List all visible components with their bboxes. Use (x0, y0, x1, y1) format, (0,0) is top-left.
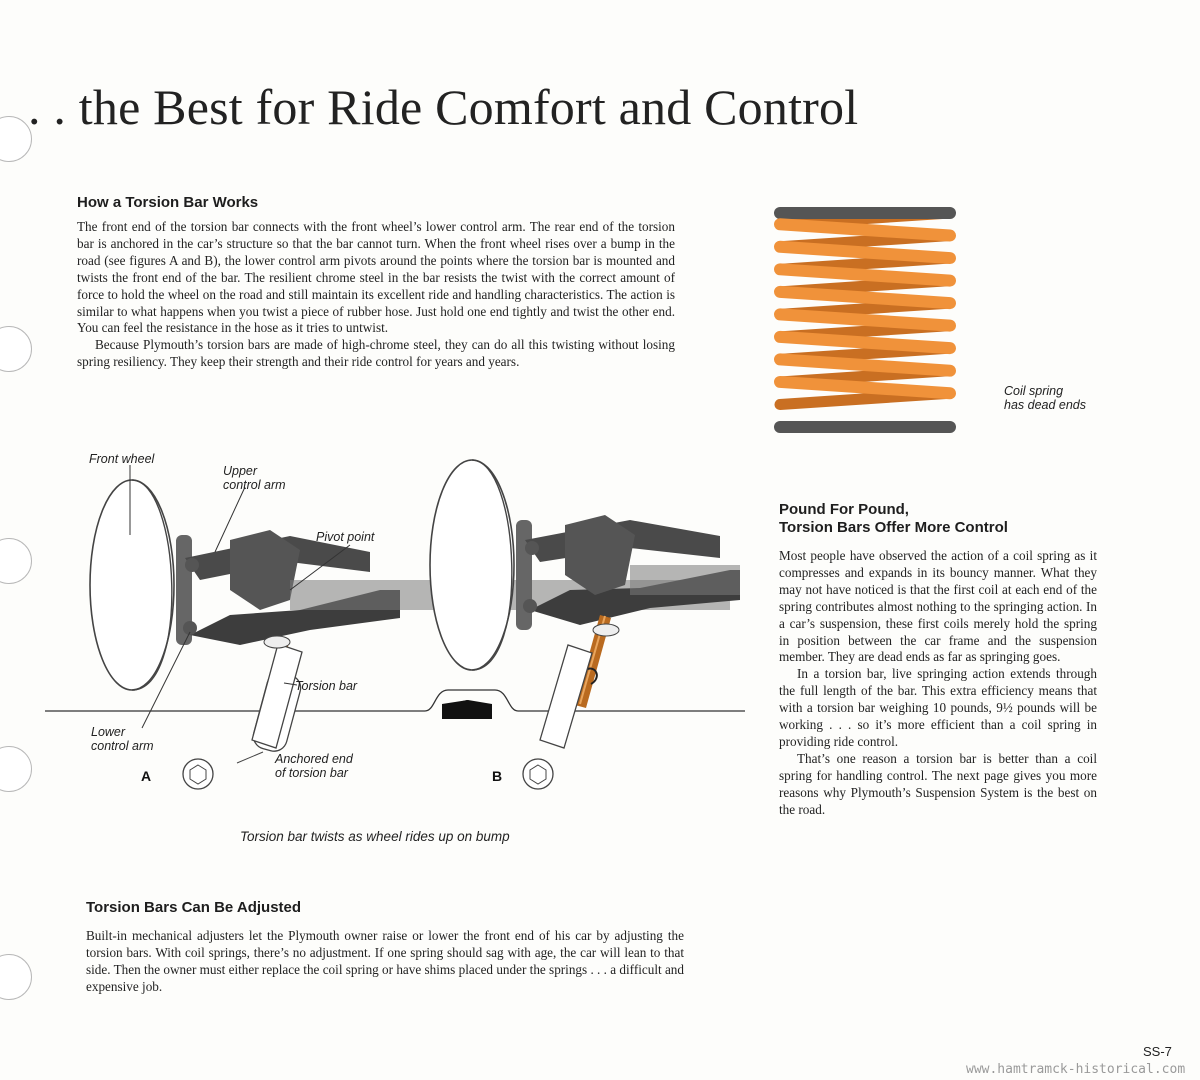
figure-b-assembly (429, 459, 740, 790)
leader-upper-arm (214, 486, 246, 553)
label-line: Anchored end (275, 752, 353, 766)
coil-spring-illustration (774, 207, 956, 433)
label-torsion-bar: Torsion bar (295, 679, 358, 693)
watermark: www.hamtramck-historical.com (966, 1062, 1186, 1077)
label-line: of torsion bar (275, 766, 348, 780)
label-anchored-end: Anchored end of torsion bar (275, 752, 353, 780)
label-upper-control-arm: Upper control arm (223, 464, 286, 492)
figure-letter-b: B (492, 768, 503, 784)
paragraph: The front end of the torsion bar connect… (77, 219, 675, 336)
binder-hole (0, 326, 32, 372)
coil-strand (774, 218, 956, 242)
coil-strand (774, 263, 956, 287)
heading-line: Torsion Bars Offer More Control (779, 519, 1008, 536)
binder-hole (0, 116, 32, 162)
coil-strand (774, 375, 956, 400)
leader-torsion-bar (283, 682, 298, 686)
section-body: Most people have observed the action of … (779, 548, 1097, 819)
coil-strand (774, 285, 956, 310)
binder-hole (0, 954, 32, 1000)
heading-line: Pound For Pound, (779, 501, 909, 518)
section-heading: How a Torsion Bar Works (77, 194, 259, 211)
label-pivot-point: Pivot point (316, 530, 375, 544)
paragraph: Built-in mechanical adjusters let the Pl… (86, 928, 684, 994)
label-line: has dead ends (1004, 398, 1087, 412)
label-line: Coil spring (1004, 384, 1064, 398)
label-line: Upper (223, 464, 258, 478)
section-body: Built-in mechanical adjusters let the Pl… (86, 928, 684, 996)
label-line: control arm (223, 478, 286, 492)
leader-lower-arm (141, 631, 191, 729)
section-heading: Pound For Pound, Torsion Bars Offer More… (779, 501, 1097, 537)
figure-letter-a: A (141, 768, 152, 784)
coil-strand (774, 330, 956, 355)
section-how-torsion-bar-works: How a Torsion Bar Works The front end of… (77, 194, 675, 371)
coil-strand (774, 308, 956, 332)
figure-caption: Torsion bar twists as wheel rides up on … (240, 829, 510, 844)
paragraph: Most people have observed the action of … (779, 548, 1097, 665)
coil-strand (774, 353, 956, 377)
leader-pivot-point (289, 544, 351, 591)
section-pound-for-pound: Pound For Pound, Torsion Bars Offer More… (779, 501, 1097, 819)
road-line (45, 689, 745, 712)
section-torsion-bars-adjusted: Torsion Bars Can Be Adjusted Built-in me… (86, 899, 684, 996)
paragraph: That’s one reason a torsion bar is bette… (779, 750, 1097, 817)
binder-hole (0, 746, 32, 792)
label-coil-spring: Coil spring has dead ends (1004, 384, 1086, 412)
label-line: control arm (91, 739, 154, 753)
label-lower-control-arm: Lower control arm (91, 725, 154, 753)
page-title: . . the Best for Ride Comfort and Contro… (28, 79, 859, 135)
section-heading: Torsion Bars Can Be Adjusted (86, 899, 302, 916)
paragraph: In a torsion bar, live springing action … (779, 666, 1097, 749)
label-line: Lower (91, 725, 126, 739)
binder-hole (0, 538, 32, 584)
suspension-figure (45, 459, 745, 790)
paragraph: Because Plymouth’s torsion bars are made… (77, 337, 675, 370)
coil-strand (774, 240, 956, 265)
page-number: SS-7 (1143, 1044, 1172, 1059)
label-front-wheel: Front wheel (89, 452, 155, 466)
section-body: The front end of the torsion bar connect… (77, 219, 675, 371)
